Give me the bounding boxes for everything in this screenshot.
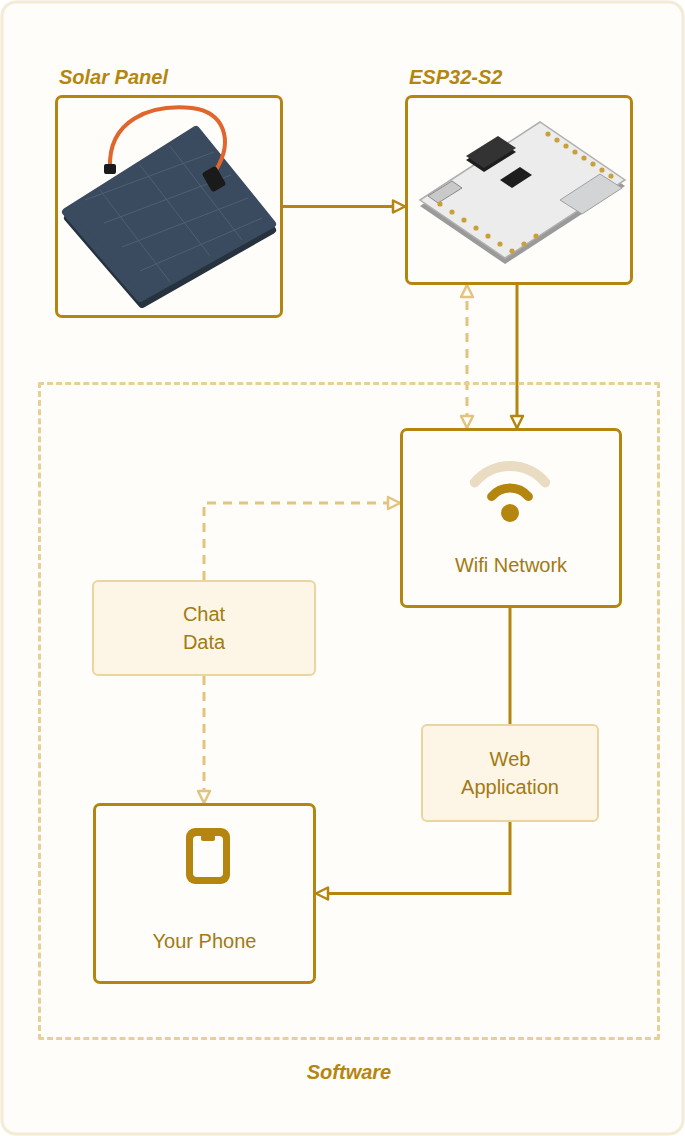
app-box: Web Application xyxy=(421,724,599,822)
phone-box: Your Phone xyxy=(93,803,316,984)
group-heading: ESP32-S2 xyxy=(408,65,630,89)
group-heading: Software xyxy=(41,1060,657,1084)
wifi-symbol xyxy=(475,466,545,522)
box-label: Chat Data xyxy=(169,600,239,656)
solar-panel-picture xyxy=(66,107,272,304)
network-box: Wifi Network xyxy=(400,428,622,608)
data-flow-line xyxy=(466,285,469,428)
board-box: ESP32-S2 xyxy=(405,95,633,285)
esp32-board-picture xyxy=(420,122,625,264)
power-flow-line xyxy=(509,608,512,724)
power-flow-line xyxy=(316,822,510,894)
power-flow-line xyxy=(283,205,405,208)
box-label: Wifi Network xyxy=(455,551,567,579)
data-flow-line xyxy=(203,676,206,803)
phone-symbol xyxy=(186,828,230,884)
box-label: Your Phone xyxy=(153,927,257,955)
software-region: Wifi NetworkChat DataWeb ApplicationYour… xyxy=(38,382,660,1040)
data-flow-line xyxy=(204,503,400,580)
box-label: Web Application xyxy=(448,745,573,801)
power-flow-line xyxy=(516,285,519,428)
data-box: Chat Data xyxy=(92,580,316,676)
source-box: Solar Panel xyxy=(55,95,283,318)
group-heading: Solar Panel xyxy=(58,65,280,89)
